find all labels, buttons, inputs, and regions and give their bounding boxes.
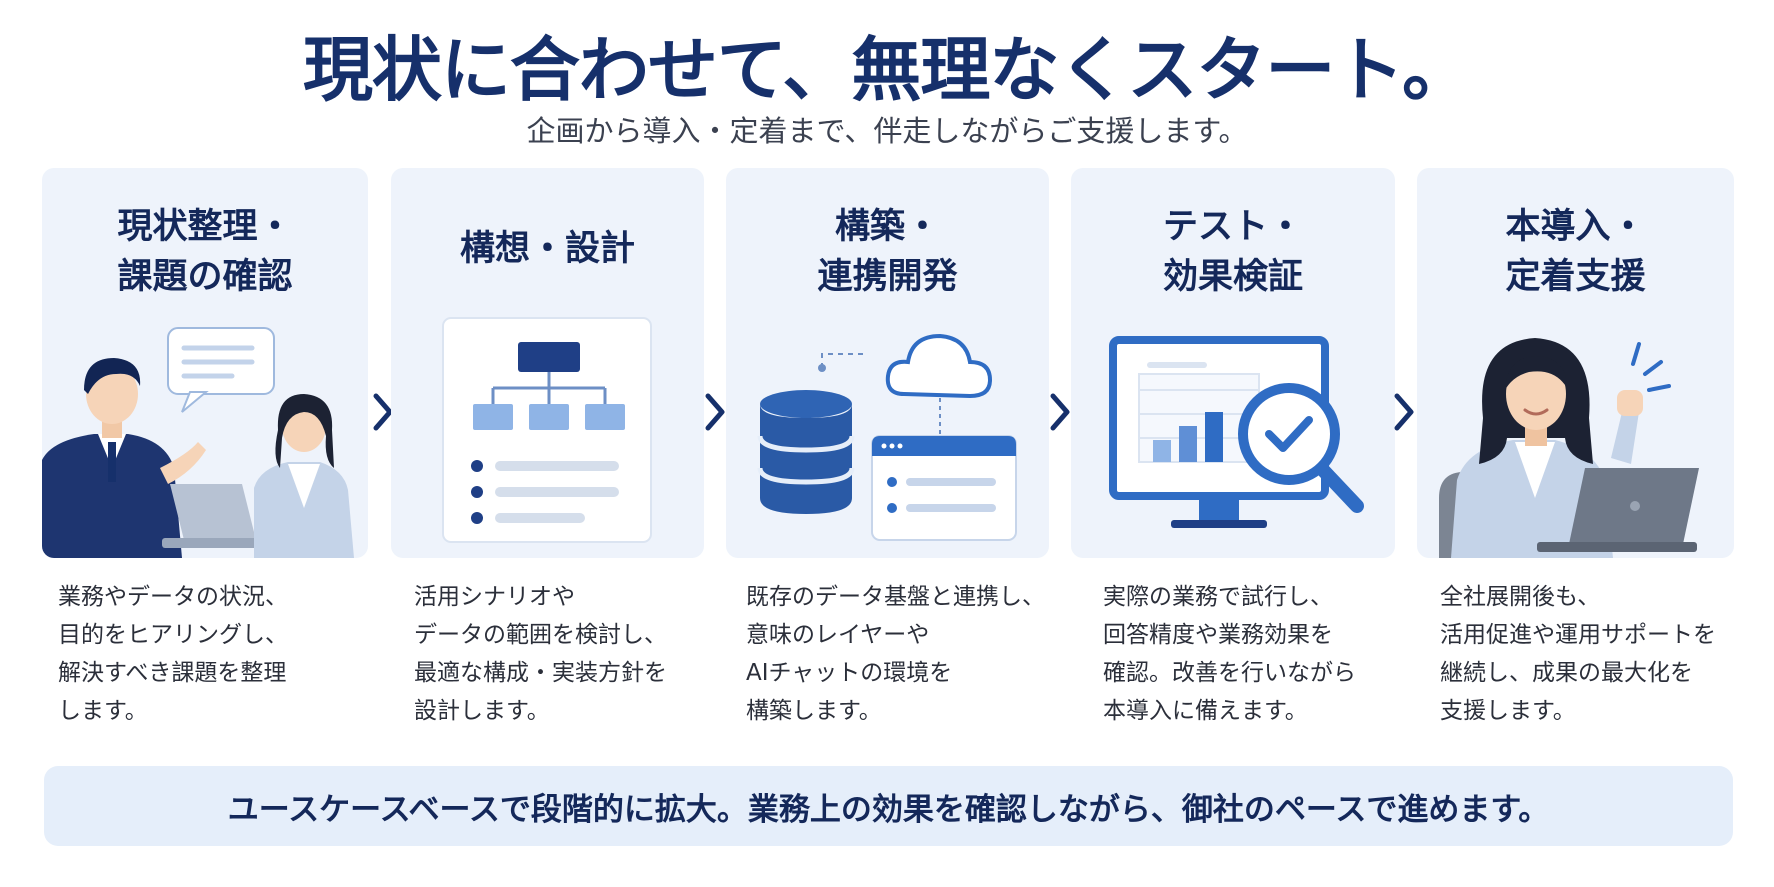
step-card-2: 構想・設計 [391, 168, 704, 558]
step-description-4: 実際の業務で試行し、 回答精度や業務効果を 確認。改善を行いながら 本導入に備え… [1103, 584, 1356, 724]
org-chart-document-illustration [442, 317, 652, 543]
step-description-5: 全社展開後も、 活用促進や運用サポートを 継続し、成果の最大化を 支援します。 [1440, 584, 1716, 724]
database-cloud-illustration [757, 333, 1017, 541]
step-description-2: 活用シナリオや データの範囲を検討し、 最適な構成・実装方針を 設計します。 [414, 584, 667, 724]
summary-banner-text: ユースケースベースで段階的に拡大。業務上の効果を確認しながら、御社のペースで進め… [227, 791, 1550, 828]
step-title: 構想・設計 [459, 229, 635, 269]
chevron-right-icon [373, 393, 393, 431]
chevron-right-icon [1394, 393, 1414, 431]
monitor-magnifier-check-illustration [1109, 336, 1364, 528]
step-title: 本導入・ 定着支援 [1505, 207, 1646, 297]
chevron-right-icon [1050, 393, 1070, 431]
woman-laptop-illustration [1439, 338, 1699, 558]
step-card-3: 構築・ 連携開発 [726, 168, 1049, 558]
step-title: 現状整理・ 課題の確認 [117, 207, 293, 297]
step-description-1: 業務やデータの状況、 目的をヒアリングし、 解決すべき課題を整理 します。 [58, 584, 288, 724]
chevron-right-icon [705, 393, 725, 431]
step-title: 構築・ 連携開発 [817, 207, 958, 297]
step-title: テスト・ 効果検証 [1162, 207, 1303, 297]
step-card-4: テスト・ 効果検証 [1071, 168, 1395, 558]
step-card-5: 本導入・ 定着支援 [1417, 168, 1734, 558]
step-description-3: 既存のデータ基盤と連携し、 意味のレイヤーや AIチャットの環境を 構築します。 [746, 584, 1045, 724]
step-card-1: 現状整理・ 課題の確認 [42, 168, 368, 558]
page-subtitle: 企画から導入・定着まで、伴走しながらご支援します。 [526, 114, 1248, 148]
page-title: 現状に合わせて、無理なくスタート。 [302, 29, 1472, 111]
summary-banner: ユースケースベースで段階的に拡大。業務上の効果を確認しながら、御社のペースで進め… [44, 766, 1733, 846]
meeting-illustration [42, 327, 354, 558]
